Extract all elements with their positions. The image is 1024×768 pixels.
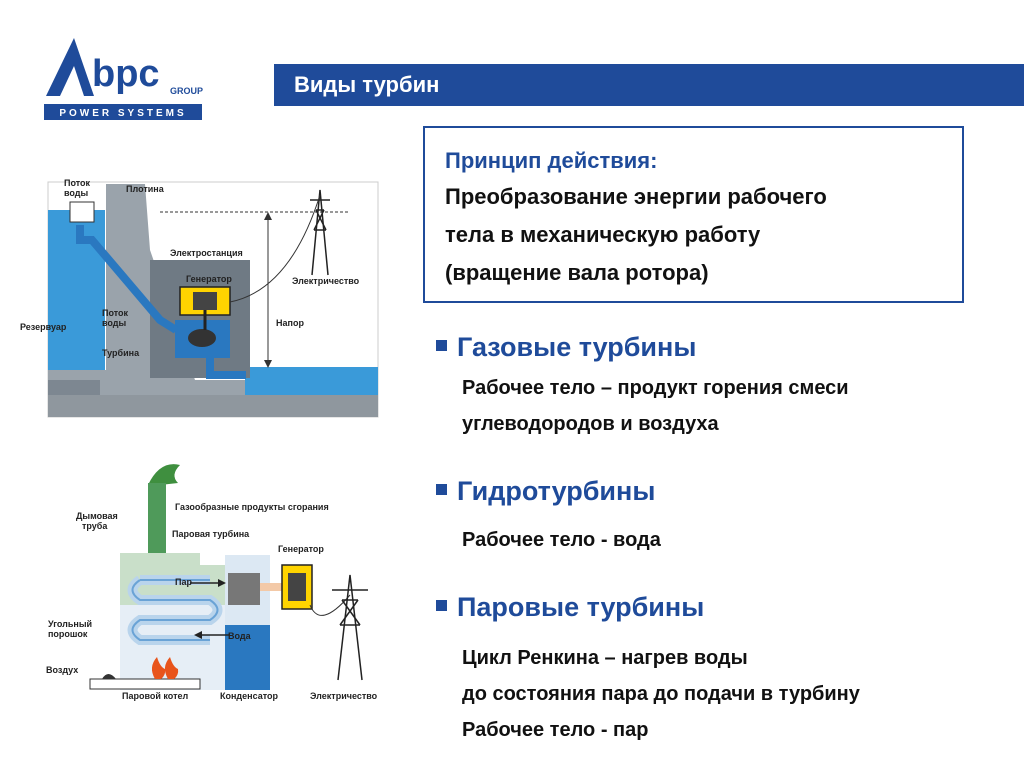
power-tower-icon [310, 189, 330, 276]
label-condenser: Конденсатор [220, 691, 278, 701]
hydro-plant-diagram: Поток воды Плотина Электростанция Генера… [20, 170, 405, 430]
steam-plant-diagram: Дымовая труба Газообразные продукты сгор… [20, 455, 410, 710]
logo-group: GROUP [170, 86, 203, 96]
label-chimney: труба [82, 521, 108, 531]
company-logo: bpc GROUP POWER SYSTEMS [42, 36, 204, 122]
section-title: Паровые турбины [436, 590, 860, 624]
label-boiler: Паровой котел [122, 691, 188, 701]
principle-line: (вращение вала ротора) [445, 260, 709, 285]
section-title-text: Гидротурбины [457, 476, 656, 506]
label-dam: Плотина [126, 184, 165, 194]
principle-line: тела в механическую работу [445, 222, 761, 247]
label-turbine: Турбина [102, 348, 140, 358]
section-title-text: Газовые турбины [457, 332, 697, 362]
power-tower-icon [332, 574, 368, 681]
bullet-square-icon [436, 484, 447, 496]
principle-box: Принцип действия: Преобразование энергии… [423, 126, 964, 303]
label-generator: Генератор [278, 544, 324, 554]
label-coal: порошок [48, 629, 88, 639]
label-air: Воздух [46, 665, 78, 675]
section-line: углеводородов и воздуха [462, 413, 719, 435]
label-steam-turbine: Паровая турбина [172, 529, 250, 539]
label-chimney: Дымовая [76, 511, 118, 521]
label-water-flow: воды [64, 188, 89, 198]
section-line: до состояния пара до подачи в турбину [462, 683, 860, 705]
section-title: Газовые турбины [436, 330, 849, 364]
bpc-logo-icon: bpc GROUP POWER SYSTEMS [44, 38, 203, 120]
section-steam-turbines: Паровые турбины Цикл Ренкина – нагрев во… [436, 590, 860, 748]
section-line: Рабочее тело - пар [462, 719, 649, 741]
slide-title: Виды турбин [294, 72, 440, 97]
label-steam: Пар [175, 577, 192, 587]
label-power-station: Электростанция [170, 248, 243, 258]
slide-title-bar: Виды турбин [274, 64, 1024, 106]
label-reservoir: Резервуар [20, 322, 67, 332]
flame-icon [151, 657, 179, 679]
principle-line: Преобразование энергии рабочего [445, 184, 827, 209]
section-gas-turbines: Газовые турбины Рабочее тело – продукт г… [436, 330, 849, 442]
smoke-icon [148, 464, 180, 485]
label-coal: Угольный [48, 619, 92, 629]
label-head: Напор [276, 318, 304, 328]
label-electricity: Электричество [292, 276, 360, 286]
label-water-flow: Поток [64, 178, 91, 188]
section-line: Цикл Ренкина – нагрев воды [462, 647, 748, 669]
section-title-text: Паровые турбины [457, 592, 705, 622]
bullet-square-icon [436, 340, 447, 352]
section-hydro-turbines: Гидротурбины Рабочее тело - вода [436, 474, 661, 558]
logo-tagline: POWER SYSTEMS [59, 108, 186, 119]
principle-heading: Принцип действия: [445, 148, 658, 173]
label-electricity: Электричество [310, 691, 378, 701]
section-line: Рабочее тело - вода [462, 529, 661, 551]
label-water: Вода [228, 631, 252, 641]
principle-text: Преобразование энергии рабочего тела в м… [445, 178, 962, 292]
label-water-flow: воды [102, 318, 127, 328]
label-generator: Генератор [186, 274, 232, 284]
bullet-square-icon [436, 600, 447, 612]
label-flue-gases: Газообразные продукты сгорания [175, 502, 329, 512]
logo-brand: bpc [92, 53, 160, 95]
section-title: Гидротурбины [436, 474, 661, 508]
label-water-flow: Поток [102, 308, 129, 318]
section-line: Рабочее тело – продукт горения смеси [462, 377, 849, 399]
